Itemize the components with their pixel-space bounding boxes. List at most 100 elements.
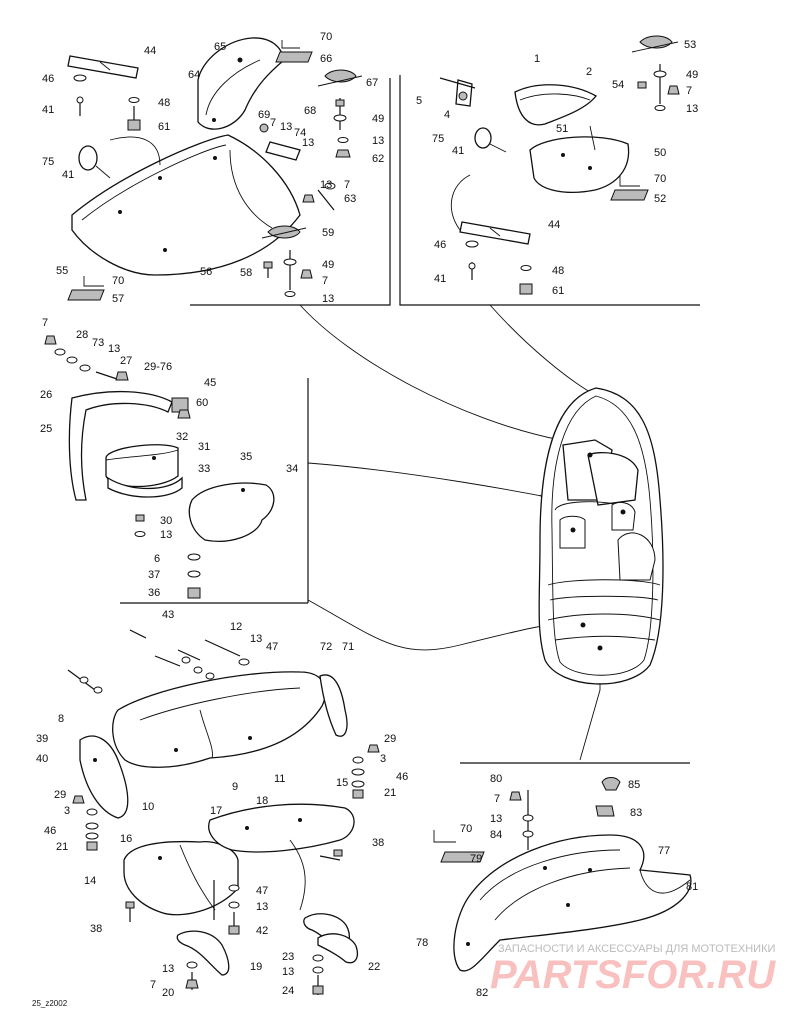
callout-7: 7	[344, 179, 350, 191]
callout-13: 13	[108, 343, 120, 355]
callout-13: 13	[322, 293, 334, 305]
callout-70: 70	[112, 275, 124, 287]
callout-67: 67	[366, 77, 378, 89]
callout-26: 26	[40, 389, 52, 401]
callout-48: 48	[158, 97, 170, 109]
callout-3: 3	[380, 753, 386, 765]
callout-41: 41	[434, 273, 446, 285]
callout-22: 22	[368, 961, 380, 973]
callout-39: 39	[36, 733, 48, 745]
callout-13: 13	[256, 901, 268, 913]
backrest-assembly	[44, 335, 275, 599]
callout-31: 31	[198, 441, 210, 453]
callout-30: 30	[160, 515, 172, 527]
callout-44: 44	[548, 219, 560, 231]
callout-32: 32	[176, 431, 188, 443]
callout-56: 56	[200, 266, 212, 278]
callout-8: 8	[58, 713, 64, 725]
callout-83: 83	[630, 807, 642, 819]
watermark: ЗАПАСНОСТИ И АКСЕССУАРЫ ДЛЯ МОТОТЕХНИКИ …	[490, 943, 776, 997]
callout-78: 78	[416, 937, 428, 949]
callout-68: 68	[304, 105, 316, 117]
callout-15: 15	[336, 777, 348, 789]
callout-4: 4	[444, 109, 450, 121]
callout-29: 29	[54, 789, 66, 801]
callout-28: 28	[76, 329, 88, 341]
callout-48: 48	[552, 265, 564, 277]
callout-13: 13	[490, 813, 502, 825]
callout-84: 84	[490, 829, 502, 841]
callout-49: 49	[686, 69, 698, 81]
callout-42: 42	[256, 925, 268, 937]
callout-13: 13	[280, 121, 292, 133]
callout-70: 70	[320, 31, 332, 43]
callout-13: 13	[250, 633, 262, 645]
callout-7: 7	[42, 317, 48, 329]
callout-59: 59	[322, 227, 334, 239]
callout-33: 33	[198, 463, 210, 475]
callout-66: 66	[320, 53, 332, 65]
callout-labels: 44 46 41 48 61 75 41 65 64 70 66 67 68 4…	[32, 31, 698, 1008]
callout-20: 20	[162, 987, 174, 999]
callout-29: 29	[384, 733, 396, 745]
callout-70: 70	[654, 173, 666, 185]
callout-55: 55	[56, 265, 68, 277]
callout-2976: 29-76	[144, 361, 172, 373]
callout-82: 82	[476, 987, 488, 999]
callout-53: 53	[684, 39, 696, 51]
callout-9: 9	[232, 781, 238, 793]
callout-75: 75	[432, 133, 444, 145]
callout-40: 40	[36, 753, 48, 765]
callout-41: 41	[452, 145, 464, 157]
callout-37: 37	[148, 569, 160, 581]
callout-45: 45	[204, 377, 216, 389]
callout-2: 2	[586, 66, 592, 78]
callout-85: 85	[628, 779, 640, 791]
callout-71: 71	[342, 641, 354, 653]
seat-assembly	[67, 629, 380, 995]
callout-58: 58	[240, 267, 252, 279]
callout-16: 16	[120, 833, 132, 845]
callout-63: 63	[344, 193, 356, 205]
callout-13: 13	[162, 963, 174, 975]
callout-79: 79	[470, 853, 482, 865]
callout-46: 46	[396, 771, 408, 783]
callout-41: 41	[62, 169, 74, 181]
callout-35: 35	[240, 451, 252, 463]
callout-7: 7	[322, 275, 328, 287]
callout-60: 60	[196, 397, 208, 409]
callout-47: 47	[266, 641, 278, 653]
storage-cover-assembly	[433, 777, 692, 972]
callout-38: 38	[372, 837, 384, 849]
callout-34: 34	[286, 463, 298, 475]
callout-81: 81	[686, 881, 698, 893]
callout-18: 18	[256, 795, 268, 807]
callout-54: 54	[612, 79, 624, 91]
callout-24: 24	[282, 985, 294, 997]
callout-13: 13	[372, 135, 384, 147]
callout-74: 74	[294, 127, 306, 139]
callout-46: 46	[42, 73, 54, 85]
callout-1: 1	[534, 53, 540, 65]
callout-21: 21	[56, 841, 68, 853]
watermark-tagline: ЗАПАСНОСТИ И АКСЕССУАРЫ ДЛЯ МОТОТЕХНИКИ	[498, 943, 775, 955]
callout-11: 11	[274, 773, 285, 785]
callout-6: 6	[154, 553, 160, 565]
boat-hull	[538, 387, 664, 685]
callout-44: 44	[144, 45, 156, 57]
callout-23: 23	[282, 951, 294, 963]
callout-62: 62	[372, 153, 384, 165]
callout-21: 21	[384, 787, 396, 799]
callout-73: 73	[92, 337, 104, 349]
callout-10: 10	[142, 801, 154, 813]
callout-70: 70	[460, 823, 472, 835]
callout-64: 64	[188, 69, 200, 81]
callout-61: 61	[552, 285, 564, 297]
callout-13: 13	[160, 529, 172, 541]
callout-13: 13	[302, 137, 314, 149]
callout-5: 5	[416, 95, 422, 107]
callout-3: 3	[64, 805, 70, 817]
callout-52: 52	[654, 193, 666, 205]
watermark-logo: PARTSFOR.RU	[490, 953, 776, 997]
